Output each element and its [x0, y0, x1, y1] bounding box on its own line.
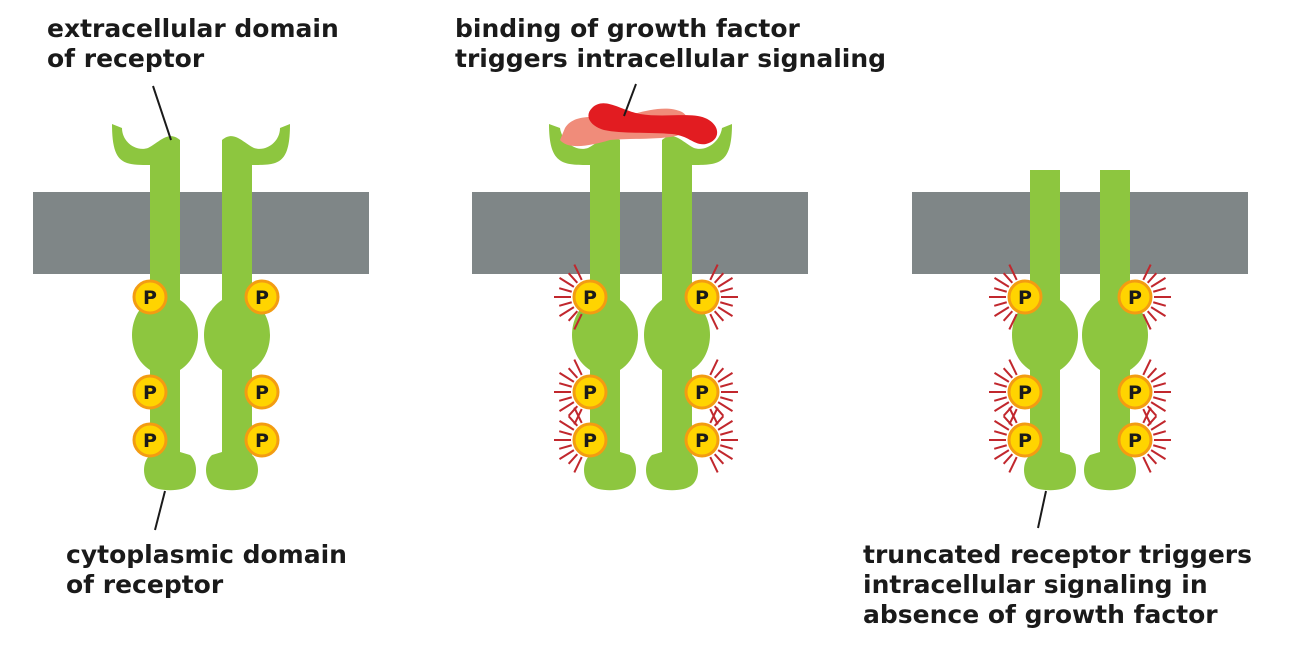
phosphate-badge: P: [684, 279, 720, 315]
phosphate-layer: P P P P P P P P P P P P P P P P P P: [132, 279, 1153, 458]
phosphate-badge: P: [684, 422, 720, 458]
phosphate-badge: P: [1007, 422, 1043, 458]
phosphate-label: P: [1128, 430, 1142, 452]
label-binding-growth-factor: binding of growth factor triggers intrac…: [455, 14, 886, 74]
label-line: cytoplasmic domain: [66, 540, 347, 569]
membrane-panel-3: [912, 192, 1248, 274]
phosphate-label: P: [1128, 382, 1142, 404]
label-line: intracellular signaling in: [863, 570, 1208, 599]
phosphate-label: P: [143, 382, 157, 404]
phosphate-label: P: [583, 382, 597, 404]
label-line: of receptor: [66, 570, 224, 599]
phosphate-badge: P: [572, 279, 608, 315]
phosphate-label: P: [143, 287, 157, 309]
phosphate-badge: P: [1117, 422, 1153, 458]
phosphate-badge: P: [572, 422, 608, 458]
receptor-right-panel-1: [204, 124, 290, 491]
phosphate-label: P: [1018, 287, 1032, 309]
growth-factor: [560, 103, 718, 147]
activation-rays: [989, 264, 1018, 330]
activation-rays: [554, 407, 583, 473]
phosphate-label: P: [255, 382, 269, 404]
phosphate-badge: P: [132, 374, 168, 410]
receptor-left-panel-3: [1012, 170, 1078, 491]
membrane-panel-2: [472, 192, 808, 274]
phosphate-badge: P: [1117, 374, 1153, 410]
phosphate-label: P: [695, 382, 709, 404]
activation-rays: [709, 407, 738, 473]
phosphate-label: P: [255, 430, 269, 452]
label-cytoplasmic-domain: cytoplasmic domain of receptor: [66, 540, 347, 600]
activation-rays: [1142, 264, 1171, 330]
leader-line-extracellular: [152, 85, 172, 141]
activation-rays-layer: [554, 264, 1171, 473]
activation-rays: [554, 264, 583, 330]
label-line: binding of growth factor: [455, 14, 800, 43]
phosphate-badge: P: [132, 422, 168, 458]
phosphate-badge: P: [244, 279, 280, 315]
phosphate-label: P: [143, 430, 157, 452]
leader-line-truncated: [1037, 490, 1047, 529]
phosphate-badge: P: [1007, 279, 1043, 315]
leader-line-cytoplasmic: [154, 490, 166, 531]
phosphate-badge: P: [244, 422, 280, 458]
receptor-right-panel-3: [1082, 170, 1148, 491]
leader-line-binding: [623, 83, 637, 117]
activation-rays: [554, 359, 583, 425]
phosphate-badge: P: [1007, 374, 1043, 410]
membrane-panel-1: [33, 192, 369, 274]
label-line: of receptor: [47, 44, 205, 73]
phosphate-badge: P: [572, 374, 608, 410]
label-truncated-receptor: truncated receptor triggers intracellula…: [863, 540, 1252, 630]
activation-rays: [709, 264, 738, 330]
activation-rays: [1142, 359, 1171, 425]
label-line: extracellular domain: [47, 14, 339, 43]
phosphate-label: P: [255, 287, 269, 309]
label-line: absence of growth factor: [863, 600, 1218, 629]
label-line: truncated receptor triggers: [863, 540, 1252, 569]
phosphate-badge: P: [244, 374, 280, 410]
phosphate-label: P: [1018, 430, 1032, 452]
label-line: triggers intracellular signaling: [455, 44, 887, 73]
phosphate-label: P: [583, 287, 597, 309]
phosphate-badge: P: [132, 279, 168, 315]
activation-rays: [1142, 407, 1171, 473]
phosphate-label: P: [1128, 287, 1142, 309]
phosphate-badge: P: [684, 374, 720, 410]
phosphate-badge: P: [1117, 279, 1153, 315]
label-extracellular-domain: extracellular domain of receptor: [47, 14, 339, 74]
phosphate-label: P: [695, 430, 709, 452]
activation-rays: [989, 407, 1018, 473]
phosphate-label: P: [1018, 382, 1032, 404]
phosphate-label: P: [695, 287, 709, 309]
phosphate-label: P: [583, 430, 597, 452]
